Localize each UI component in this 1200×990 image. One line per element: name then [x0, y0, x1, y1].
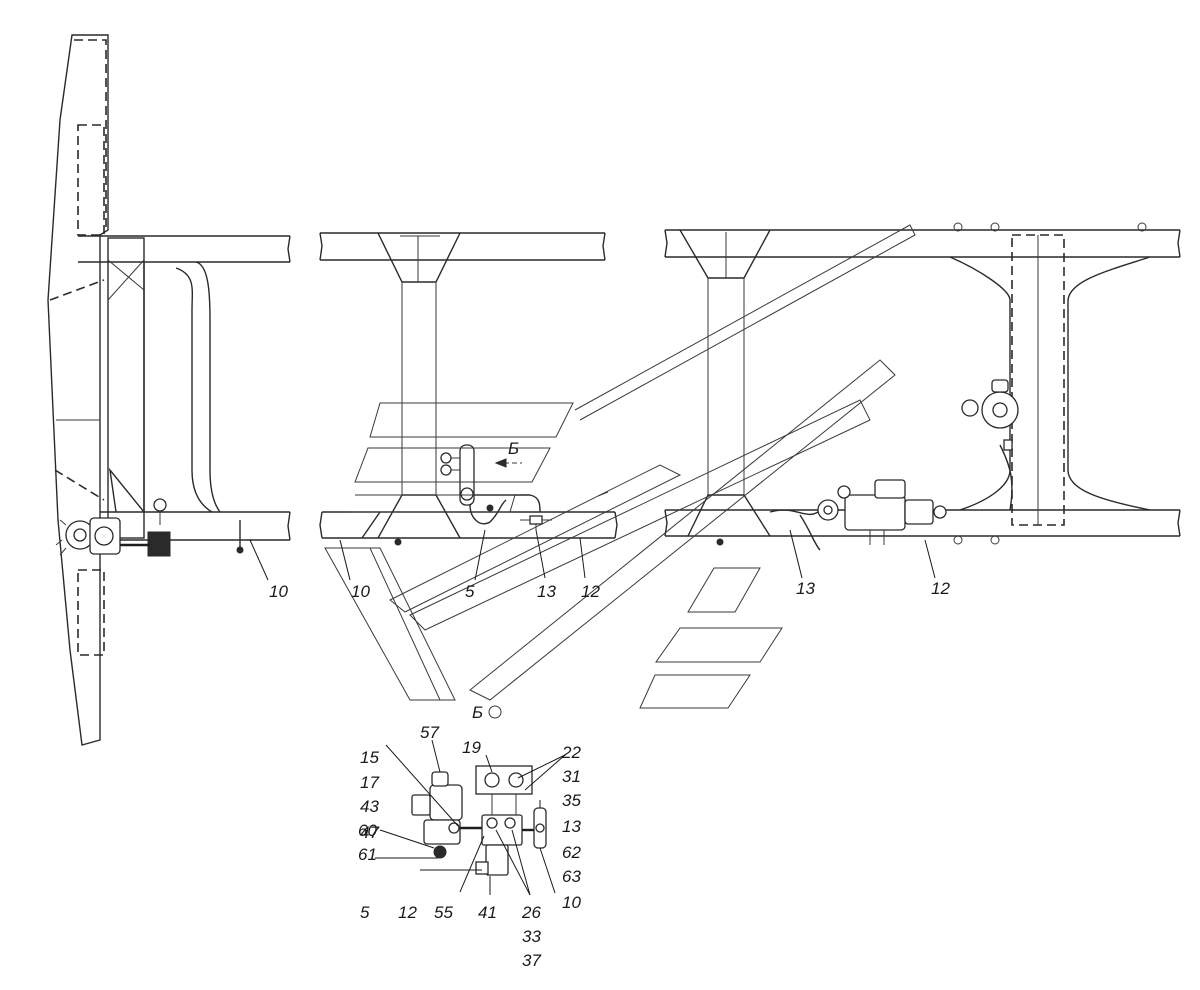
- callout-label: 43: [360, 797, 379, 816]
- callout-label: 13: [796, 579, 815, 598]
- callout-label: 55: [434, 903, 453, 922]
- callout-label: 10: [351, 582, 370, 601]
- cab-front-outline: [47, 34, 109, 746]
- middle-valve-assembly: [440, 444, 552, 530]
- callout-label: 12: [581, 582, 600, 601]
- callout-label: 62: [562, 843, 581, 862]
- view-b-arrow: [494, 458, 522, 468]
- view-b-projection-arrow: [324, 224, 916, 709]
- callout-label: 13: [562, 817, 581, 836]
- callout-label: 5: [360, 903, 370, 922]
- callout-label: 63: [562, 867, 581, 886]
- callout-label-60: 60: [358, 821, 377, 840]
- modulator-valve-assembly: [769, 479, 947, 551]
- callout-label: 31: [562, 767, 581, 786]
- callout-label: 47: [360, 823, 379, 842]
- callout-label: 33: [522, 927, 541, 946]
- detail-leader-lines: [375, 739, 566, 896]
- callout-label: 35: [562, 791, 581, 810]
- callout-label: 17: [360, 773, 379, 792]
- callout-label: 57: [420, 723, 439, 742]
- callout-label: 13: [537, 582, 556, 601]
- callout-label-61: 61: [358, 845, 377, 864]
- view-marker-label: Б: [508, 439, 519, 458]
- front-valve-assembly: [55, 498, 244, 557]
- frame-section-right: [664, 222, 1181, 546]
- detail-view-b: [411, 705, 547, 876]
- callout-label: 15: [360, 748, 379, 767]
- callout-label: 22: [561, 743, 581, 762]
- callout-label: 10: [269, 582, 288, 601]
- view-title-label: Б: [472, 703, 483, 722]
- frame-section-left: [78, 235, 291, 541]
- callout-label: 37: [522, 951, 541, 970]
- callout-labels: Б Б 10 10 5 13 12 13 12 15 17 43 47 57 1…: [269, 439, 950, 970]
- callout-label: 10: [562, 893, 581, 912]
- main-leader-lines: [249, 529, 936, 581]
- callout-label: 12: [931, 579, 950, 598]
- callout-label: 12: [398, 903, 417, 922]
- callout-label: 19: [462, 738, 481, 757]
- rear-valve-assembly: [961, 379, 1019, 451]
- callout-label: 5: [465, 582, 475, 601]
- callout-label: 41: [478, 903, 497, 922]
- callout-label: 26: [521, 903, 541, 922]
